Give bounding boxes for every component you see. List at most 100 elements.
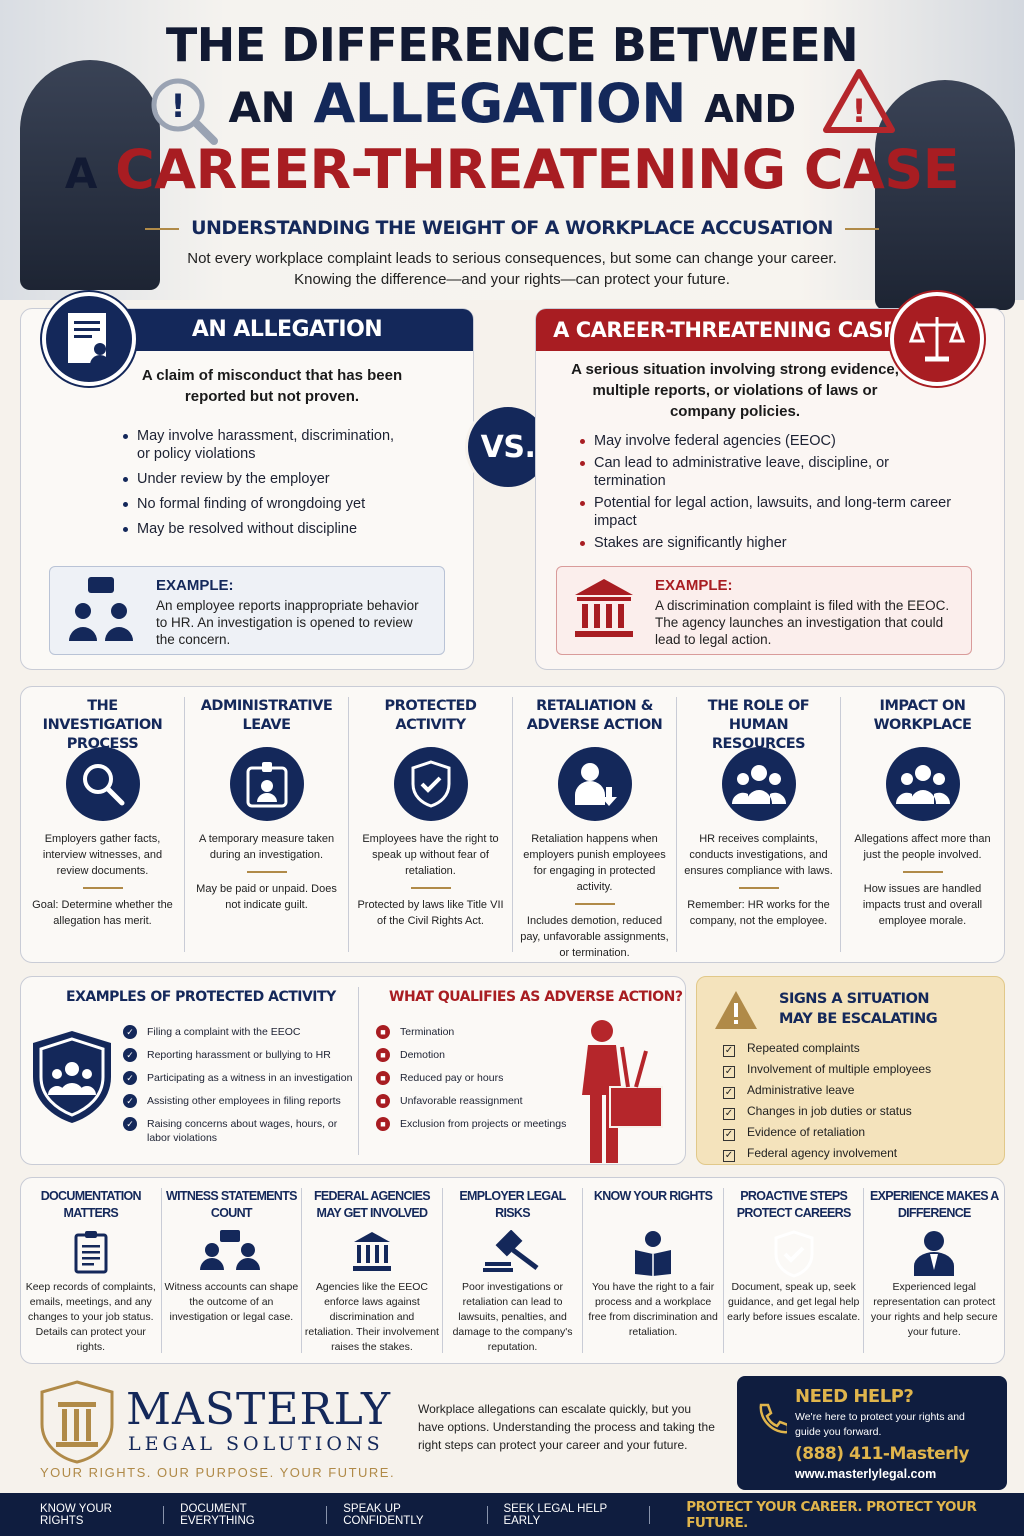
group-icon [885,747,960,821]
case-bullets: May involve federal agencies (EEOC) Can … [578,432,954,552]
allegation-bullets: May involve harassment, discrimination, … [121,427,403,538]
case-example: EXAMPLE: A discrimination complaint is f… [556,566,972,655]
masterly-column-logo [40,1380,114,1464]
government-building-icon [304,1230,440,1276]
woman-thinking-image [20,60,160,290]
person-down-arrow-icon [557,747,632,821]
adverse-icon: ■ [376,1094,390,1108]
adverse-list: ■Termination■Demotion■Reduced pay or hou… [376,1025,586,1140]
shield-check-icon [726,1230,862,1278]
svg-text:!: ! [852,92,867,130]
tip-text: Document, speak up, seek guidance, and g… [727,1281,861,1323]
topic-note: Protected by laws like Title VII of the … [357,899,504,927]
signs-panel: SIGNS A SITUATION MAY BE ESCALATING ✓Rep… [696,976,1005,1165]
check-circle-icon: ✓ [123,1048,137,1062]
gavel-icon [445,1230,581,1276]
allegation-lede: A claim of misconduct that has been repo… [141,367,403,405]
tip-text: Agencies like the EEOC enforce laws agai… [304,1281,439,1353]
tip-title: EMPLOYER LEGAL RISKS [459,1189,566,1220]
tip-title: PROACTIVE STEPS PROTECT CAREERS [736,1189,852,1220]
divider [410,887,451,889]
intro-text: Not every workplace complaint leads to s… [187,250,837,288]
topic-text: Allegations affect more than just the pe… [854,833,991,861]
checkbox-icon: ✓ [723,1066,735,1078]
divider [358,987,359,1155]
tip-text: Keep records of complaints, emails, meet… [25,1281,156,1353]
protected-item: ✓Assisting other employees in filing rep… [123,1094,358,1108]
tip-title: FEDERAL AGENCIES MAY GET INVOLVED [313,1189,431,1220]
divider [574,903,615,905]
bullet: Potential for legal action, lawsuits, an… [578,494,954,530]
adverse-icon: ■ [376,1117,390,1131]
protected-item: ✓Reporting harassment or bullying to HR [123,1048,358,1062]
tip-title: DOCUMENTATION MATTERS [40,1189,142,1220]
tip-text: You have the right to a fair process and… [588,1281,718,1338]
case-title: A CAREER-THREATENING CASE [536,309,914,351]
tips-row: DOCUMENTATION MATTERS Keep records of co… [20,1177,1005,1364]
lawyer-icon [866,1230,1002,1276]
tip-title: WITNESS STATEMENTS COUNT [166,1189,297,1220]
tip-title: EXPERIENCE MAKES A DIFFERENCE [869,1189,999,1220]
shield-group-icon [33,1031,111,1123]
sign-item: ✓Federal agency involvement [723,1146,898,1162]
protected-list: ✓Filing a complaint with the EEOC✓Report… [123,1025,358,1154]
check-circle-icon: ✓ [123,1094,137,1108]
footer-item: SEEK LEGAL HELP EARLY [503,1502,608,1527]
check-circle-icon: ✓ [123,1025,137,1039]
topic-note: Remember: HR works for the company, not … [687,899,830,927]
topic-note: Goal: Determine whether the allegation h… [32,899,173,927]
warning-triangle-icon [715,991,757,1029]
topic-title: PROTECTED ACTIVITY [384,698,477,733]
magnifier-alert-icon: ! [151,78,218,145]
topic-title: THE INVESTIGATION PROCESS [42,698,163,752]
sign-item: ✓Changes in job duties or status [723,1104,912,1120]
man-carrying-box-icon [582,1020,663,1163]
tip-column: EXPERIENCE MAKES A DIFFERENCE Experience… [864,1188,1004,1353]
adverse-item: ■Demotion [376,1048,586,1062]
signs-list: ✓Repeated complaints✓Involvement of mult… [723,1041,931,1167]
footer-item: KNOW YOUR RIGHTS [40,1502,112,1527]
header: ! ! THE DIFFERENCE BETWEEN AN ALLEGATION… [0,0,1024,310]
footer-item: SPEAK UP CONFIDENTLY [343,1502,424,1527]
tip-column: FEDERAL AGENCIES MAY GET INVOLVED Agenci… [302,1188,443,1353]
topic-note: May be paid or unpaid. Does not indicate… [196,883,337,911]
bullet: Under review by the employer [121,470,403,488]
title-line-2: AN ALLEGATION AND [228,72,797,135]
id-badge-icon [229,747,304,821]
man-stressed-image [875,80,1015,310]
topic-column: RETALIATION & ADVERSE ACTION Retaliation… [513,697,677,959]
title-line-3: A CAREER-THREATENING CASE [64,138,960,201]
divider [738,887,779,889]
government-building-icon [575,579,633,637]
checkbox-icon: ✓ [723,1108,735,1120]
help-phone[interactable]: (888) 411-Masterly [795,1444,969,1464]
checkbox-icon: ✓ [723,1087,735,1099]
svg-text:!: ! [171,87,186,125]
protected-item: ✓Raising concerns about wages, hours, or… [123,1117,358,1145]
checkbox-icon: ✓ [723,1045,735,1057]
adverse-item: ■Reduced pay or hours [376,1071,586,1085]
bullet: No formal finding of wrongdoing yet [121,495,403,513]
two-people-chat-icon [69,577,133,641]
magnifier-icon [65,747,140,821]
shield-check-icon [393,747,468,821]
tip-column: PROACTIVE STEPS PROTECT CAREERS Document… [724,1188,865,1353]
topic-title: ADMINISTRATIVE LEAVE [200,698,333,733]
sign-item: ✓Administrative leave [723,1083,855,1099]
brand-tagline: YOUR RIGHTS. OUR PURPOSE. YOUR FUTURE. [40,1465,396,1480]
tip-column: KNOW YOUR RIGHTS You have the right to a… [583,1188,724,1353]
check-circle-icon: ✓ [123,1071,137,1085]
topic-column: ADMINISTRATIVE LEAVE A temporary measure… [185,697,349,952]
help-url[interactable]: www.masterlylegal.com [795,1467,937,1481]
example-text: A discrimination complaint is filed with… [655,598,950,647]
topic-text: HR receives complaints, conducts investi… [684,833,833,877]
adverse-item: ■Unfavorable reassignment [376,1094,586,1108]
example-text: An employee reports inappropriate behavi… [156,598,419,647]
tip-column: DOCUMENTATION MATTERS Keep records of co… [21,1188,162,1353]
group-icon [721,747,796,821]
tip-text: Poor investigations or retaliation can l… [452,1281,573,1353]
case-card: A CAREER-THREATENING CASE A serious situ… [535,308,1005,670]
help-box: NEED HELP? We're here to protect your ri… [737,1376,1007,1490]
topic-column: PROTECTED ACTIVITY Employees have the ri… [349,697,513,952]
clipboard-icon [23,1230,159,1276]
